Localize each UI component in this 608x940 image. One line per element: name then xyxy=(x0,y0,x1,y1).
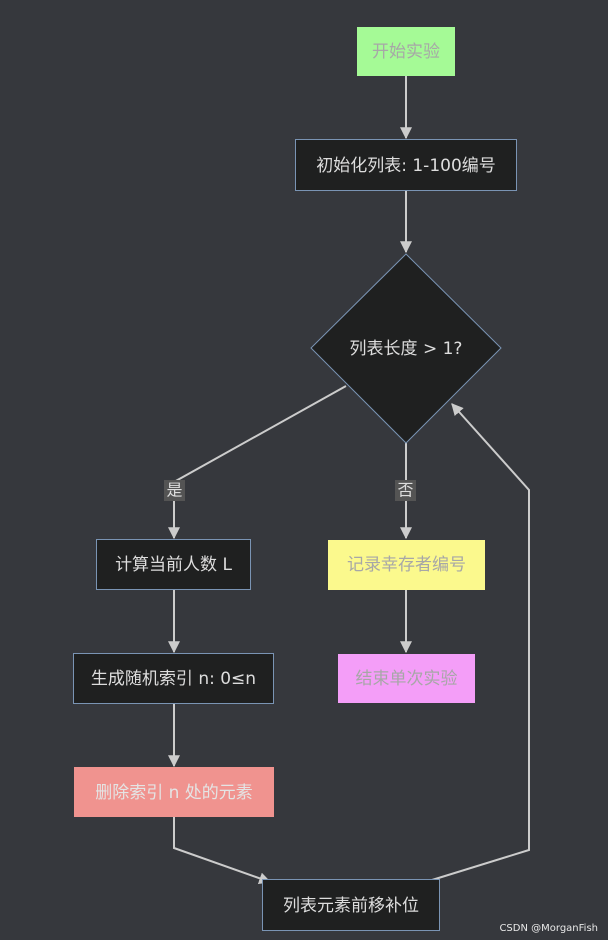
svg-text:开始实验: 开始实验 xyxy=(372,42,440,62)
node-end: 结束单次实验 xyxy=(338,654,475,703)
svg-text:计算当前人数 L: 计算当前人数 L xyxy=(115,555,232,575)
node-start: 开始实验 xyxy=(357,27,455,76)
edge-shift-loop-to-decision xyxy=(431,403,530,881)
node-count: 计算当前人数 L xyxy=(96,539,251,590)
node-init: 初始化列表: 1-100编号 xyxy=(295,139,517,191)
svg-text:记录幸存者编号: 记录幸存者编号 xyxy=(347,555,466,575)
watermark: CSDN @MorganFish xyxy=(499,923,598,934)
svg-text:删除索引 n 处的元素: 删除索引 n 处的元素 xyxy=(95,783,253,803)
edge-remove-to-shift xyxy=(173,817,272,885)
svg-text:是: 是 xyxy=(166,481,182,500)
svg-text:否: 否 xyxy=(397,481,413,500)
node-shift: 列表元素前移补位 xyxy=(262,879,440,931)
edge-label-yes: 是 xyxy=(164,480,185,501)
svg-text:列表长度 > 1?: 列表长度 > 1? xyxy=(350,339,463,359)
node-random: 生成随机索引 n: 0≤n xyxy=(73,653,274,704)
svg-text:结束单次实验: 结束单次实验 xyxy=(356,669,458,689)
svg-text:列表元素前移补位: 列表元素前移补位 xyxy=(283,896,419,916)
node-record: 记录幸存者编号 xyxy=(328,540,485,590)
svg-text:初始化列表: 1-100编号: 初始化列表: 1-100编号 xyxy=(316,156,496,176)
edges xyxy=(168,76,530,885)
edge-decision-yes-to-count xyxy=(168,385,347,540)
edge-label-no: 否 xyxy=(395,480,416,501)
node-remove: 删除索引 n 处的元素 xyxy=(74,767,274,817)
svg-text:生成随机索引 n: 0≤n: 生成随机索引 n: 0≤n xyxy=(91,669,256,689)
node-decision: 列表长度 > 1? xyxy=(310,253,502,444)
